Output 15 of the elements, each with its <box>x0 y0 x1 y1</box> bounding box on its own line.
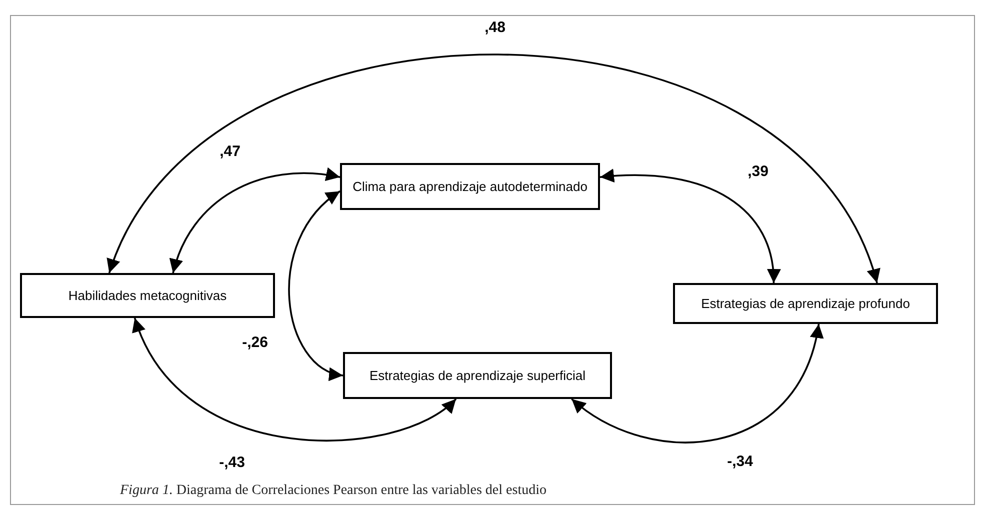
variable-name: Estrategias de aprendizaje profundo <box>701 294 910 313</box>
variable-name: Estrategias de aprendizaje superficial <box>369 366 586 385</box>
variable-box <box>673 283 938 324</box>
double-headed-arrow <box>571 324 822 444</box>
variable-box <box>340 163 600 210</box>
double-headed-arrow <box>134 318 457 442</box>
variable-name: Clima para aprendizaje autodeterminado <box>352 178 588 196</box>
double-headed-arrow <box>108 54 878 284</box>
variable-box <box>343 352 612 399</box>
double-headed-arrow <box>600 169 780 284</box>
variable-box <box>20 273 275 318</box>
figure-caption: Figura 1. Diagrama de Correlaciones Pearson entre las variables del estudio <box>120 482 546 500</box>
variable-name: Habilidades metacognitivas <box>68 286 227 305</box>
double-headed-arrow <box>288 190 344 379</box>
double-headed-arrow <box>170 168 340 274</box>
